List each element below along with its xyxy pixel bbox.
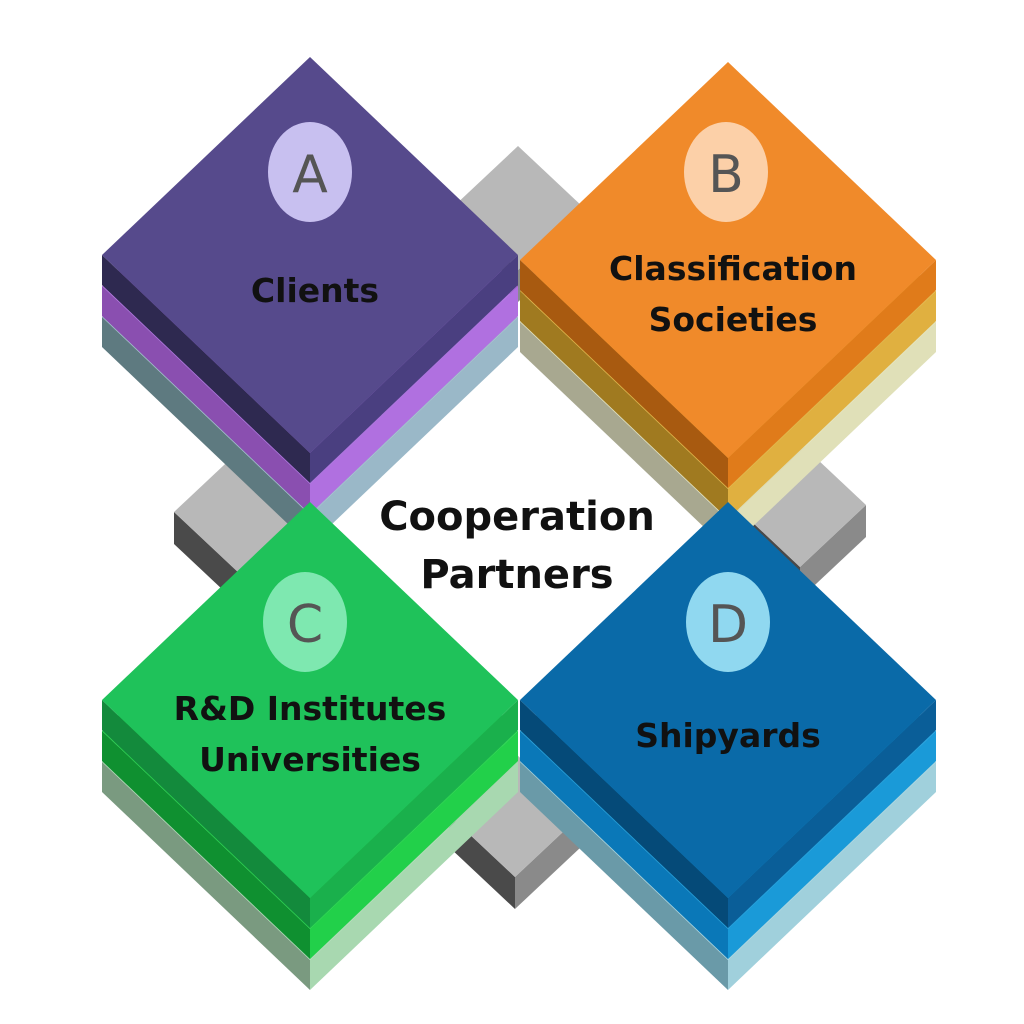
tile-b-layer-2-right-side [728, 291, 936, 519]
tile-b-layer-3-right-side [728, 322, 936, 550]
badge-a [268, 122, 352, 222]
tile-c-layer-2-left-side [102, 731, 310, 959]
tile-b-layer-1-top-face [520, 62, 936, 458]
tile-b-layer-1-left-side [520, 260, 728, 488]
connector-right-right-side [800, 505, 866, 599]
label-rd-institutes: R&D Institutes [174, 689, 447, 728]
tile-b-layer-3-left-side [520, 322, 728, 550]
tile-d-layer-1-right-side [728, 700, 936, 928]
tile-a [102, 57, 518, 545]
tile-a-layer-1-right-side [310, 255, 518, 483]
tile-d-layer-2-right-side [728, 731, 936, 959]
tile-c [102, 502, 518, 990]
connector-left-left-side [174, 512, 240, 606]
center-label: Cooperation Partners [379, 494, 655, 598]
tile-c-layer-3-left-side [102, 762, 310, 990]
label-classification: Classification [609, 249, 857, 288]
tile-d-layer-3-left-side [520, 762, 728, 990]
tile-c-layer-1-right-side [310, 700, 518, 928]
tile-d [520, 502, 936, 990]
tile-d-layer-2-left-side [520, 731, 728, 959]
badge-letter-a: A [292, 145, 328, 205]
tile-c-layer-1-left-side [102, 700, 310, 928]
tile-b-layer-2-left-side [520, 291, 728, 519]
partner-tiles [102, 57, 936, 990]
label-societies: Societies [649, 300, 818, 339]
tile-a-layer-2-left-side [102, 286, 310, 514]
tile-a-layer-3-left-side [102, 317, 310, 545]
tile-b [520, 62, 936, 550]
tile-b-layer-1-right-side [728, 260, 936, 488]
label-shipyards: Shipyards [635, 716, 821, 755]
center-label-line-1: Cooperation [379, 494, 655, 540]
tile-c-layer-3-right-side [310, 762, 518, 990]
tile-a-layer-1-left-side [102, 255, 310, 483]
tile-a-layer-2-right-side [310, 286, 518, 514]
partner-labels: A Clients B Classification Societies C R… [174, 122, 857, 779]
tile-c-layer-2-right-side [310, 731, 518, 959]
badge-letter-c: C [287, 595, 323, 655]
tile-d-layer-1-top-face [520, 502, 936, 898]
center-label-line-2: Partners [420, 552, 613, 598]
label-universities: Universities [199, 740, 421, 779]
tile-c-layer-1-top-face [102, 502, 518, 898]
tile-d-layer-1-left-side [520, 700, 728, 928]
badge-b [684, 122, 768, 222]
tile-a-layer-1-top-face [102, 57, 518, 453]
label-clients: Clients [251, 271, 379, 310]
connector-bottom-right-side [515, 815, 581, 909]
tile-d-layer-3-right-side [728, 762, 936, 990]
badge-letter-b: B [708, 145, 744, 205]
badge-letter-d: D [708, 595, 748, 655]
badge-d [686, 572, 770, 672]
badge-c [263, 572, 347, 672]
tile-a-layer-3-right-side [310, 317, 518, 545]
